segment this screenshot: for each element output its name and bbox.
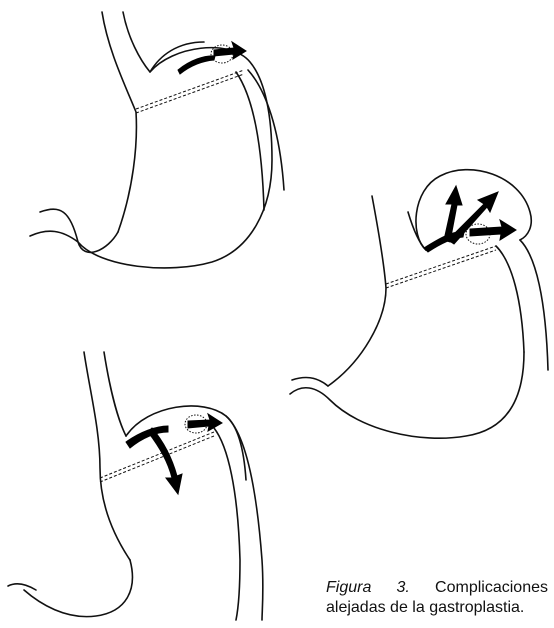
esophagus-left-wall-bottom [84, 352, 130, 560]
stomach-tail [30, 231, 78, 242]
esophagus-left-wall-right [328, 196, 386, 386]
esophagus-right-wall-bottom [104, 352, 126, 436]
caption-label: Figura 3. [326, 579, 410, 596]
pouch-outline [78, 48, 272, 268]
esophagus-left-wall [102, 12, 136, 232]
stomach-body-bottom [24, 560, 132, 617]
arrow-top-left [214, 42, 246, 59]
stomach-panel-top-left [30, 12, 284, 268]
duodenum-lower-right [496, 246, 524, 352]
duodenum-lower [236, 72, 264, 210]
duodenum-upper [248, 70, 284, 190]
duodenum-lower-bottom [214, 428, 240, 620]
staple-line-2 [136, 74, 244, 113]
dilated-pouch-outline [416, 170, 531, 250]
staple-line-right-1 [386, 246, 496, 284]
staple-line-right-2 [386, 250, 496, 288]
stomach-panel-bottom-left [8, 352, 263, 620]
stomach-tail-right [292, 378, 328, 386]
stomach-panel-right [290, 170, 548, 439]
arrow-bottom-horizontal [188, 414, 222, 431]
pouch-fold [178, 56, 215, 74]
stomach-body-right [290, 352, 524, 438]
arrow-right-horizontal [470, 220, 516, 240]
staple-line-1 [136, 70, 244, 109]
duodenum-upper-bottom [226, 416, 263, 620]
figure-caption: Figura 3. Complicaciones alejadas de la … [326, 578, 548, 618]
stomach-tail-bottom [8, 584, 36, 590]
